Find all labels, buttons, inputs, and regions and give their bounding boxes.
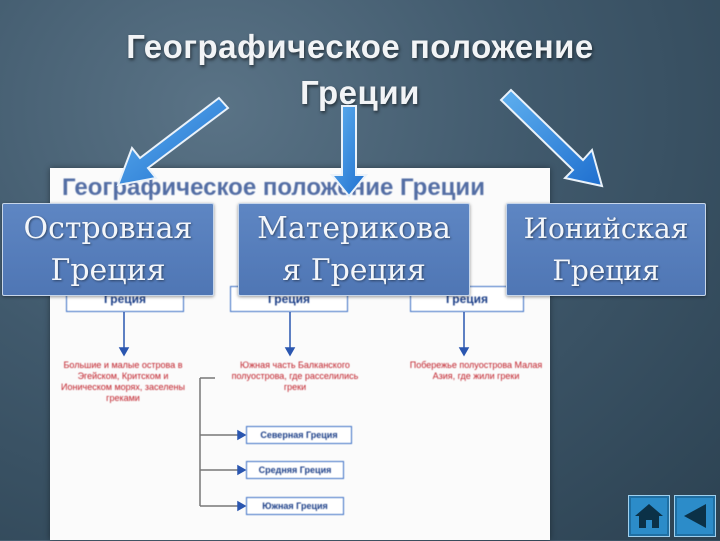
arrow-left-icon — [116, 96, 230, 187]
home-button[interactable] — [628, 495, 670, 537]
slide-title-line1: Географическое положение — [126, 28, 594, 65]
category-box-island: Островная Греция — [2, 203, 214, 296]
back-button[interactable] — [674, 495, 716, 537]
scheme-middle-text: Южная часть Балканского полуострова, где… — [231, 360, 359, 392]
back-arrow-icon — [684, 504, 706, 528]
category-box-ionian: Ионийская Греция — [506, 203, 706, 296]
scheme-sub-box-south: Южная Греция — [246, 497, 344, 515]
scheme-sub-box-middle: Средняя Греция — [246, 461, 344, 479]
home-icon — [635, 504, 663, 528]
scheme-sub-box-north: Северная Греция — [246, 426, 352, 444]
slide-title-line2: Греции — [300, 74, 420, 111]
scheme-right-text: Побережье полуострова Малая Азия, где жи… — [409, 360, 543, 381]
scheme-left-text: Большие и малые острова в Эгейском, Крит… — [61, 360, 185, 403]
scheme-connectors — [118, 312, 470, 512]
category-box-mainland: Материкова я Греция — [238, 203, 470, 296]
slide-title: Географическое положение Греции — [40, 24, 680, 116]
arrow-down-icon — [329, 105, 369, 198]
arrow-right-icon — [499, 88, 604, 188]
